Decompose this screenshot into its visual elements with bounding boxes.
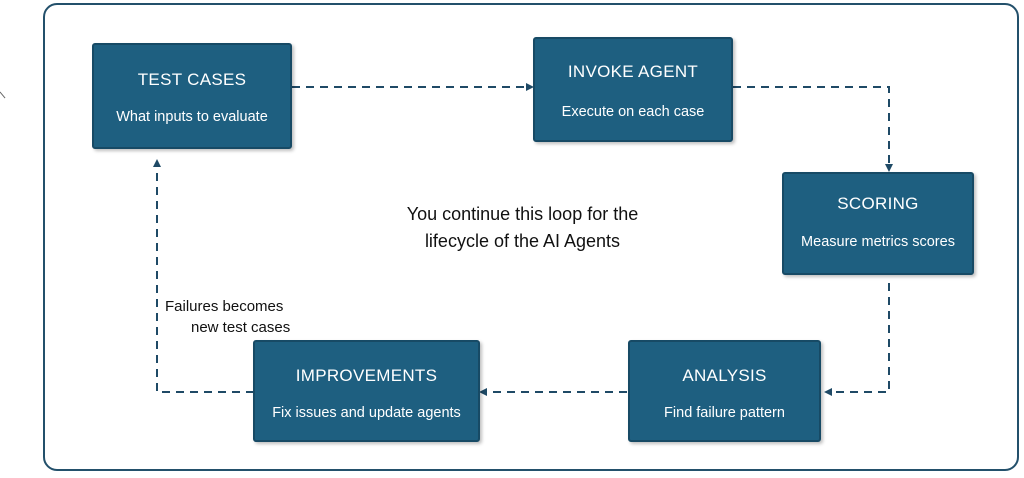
- step-title: IMPROVEMENTS: [295, 366, 438, 385]
- arrow-improvements-to-test-cases: [153, 159, 254, 393]
- step-box-analysis: ANALYSIS Find failure pattern: [628, 340, 821, 442]
- step-title: ANALYSIS: [682, 366, 767, 385]
- loop-caption-line1: You continue this loop for the: [406, 204, 639, 224]
- step-title: SCORING: [837, 194, 919, 213]
- feedback-note-line2: new test cases: [191, 319, 291, 336]
- step-title: TEST CASES: [137, 70, 247, 89]
- step-title: INVOKE AGENT: [567, 62, 699, 81]
- step-subtitle: Fix issues and update agents: [272, 405, 461, 421]
- step-box-improvements: IMPROVEMENTS Fix issues and update agent…: [253, 340, 480, 442]
- step-subtitle: Find failure pattern: [664, 405, 785, 421]
- step-subtitle: What inputs to evaluate: [116, 109, 268, 125]
- loop-caption-line2: lifecycle of the AI Agents: [424, 231, 621, 251]
- loop-caption: You continue this loop for the lifecycle…: [360, 201, 685, 255]
- step-subtitle: Measure metrics scores: [801, 234, 955, 250]
- step-box-test-cases: TEST CASES What inputs to evaluate: [92, 43, 292, 149]
- arrow-scoring-to-analysis: [824, 283, 890, 396]
- feedback-note: Failures becomes new test cases: [165, 296, 323, 338]
- step-subtitle: Execute on each case: [561, 104, 705, 120]
- feedback-note-line1: Failures becomes: [165, 298, 284, 315]
- step-box-invoke-agent: INVOKE AGENT Execute on each case: [533, 37, 733, 142]
- step-box-scoring: SCORING Measure metrics scores: [782, 172, 974, 275]
- arrow-invoke-agent-to-scoring: [733, 86, 893, 172]
